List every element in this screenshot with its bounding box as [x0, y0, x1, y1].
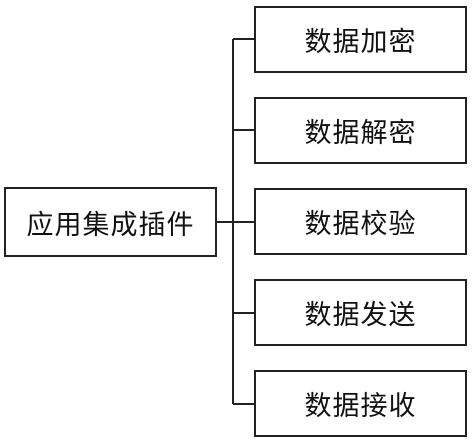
root-node-label: 应用集成插件	[26, 209, 195, 241]
child-node-box: 数据校验	[254, 188, 467, 255]
child-node-label: 数据发送	[304, 300, 417, 331]
child-node-label: 数据接收	[304, 391, 417, 422]
child-node-label: 数据解密	[304, 118, 417, 149]
child-node-label: 数据校验	[304, 209, 417, 240]
child-node-box: 数据解密	[254, 97, 467, 164]
root-node-box: 应用集成插件	[4, 187, 217, 257]
child-node-box: 数据接收	[254, 370, 467, 437]
child-node-box: 数据发送	[254, 279, 467, 346]
child-node-label: 数据加密	[304, 27, 417, 58]
child-node-box: 数据加密	[254, 6, 467, 73]
